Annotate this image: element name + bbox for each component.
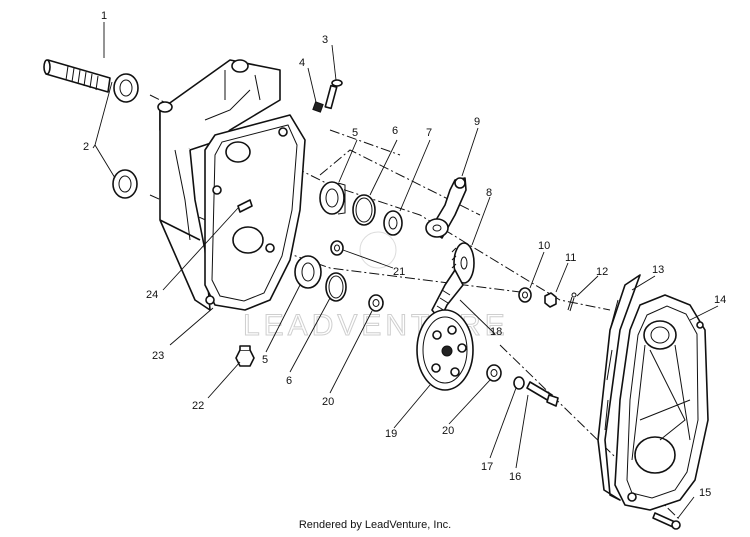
leader-lines	[92, 22, 719, 519]
callout-6-upper: 6	[392, 125, 398, 137]
callout-2: 2	[83, 141, 89, 153]
part-19-large-sprocket	[416, 309, 474, 391]
callout-9: 9	[474, 116, 480, 128]
housing-case	[157, 59, 281, 311]
callout-13: 13	[652, 264, 664, 276]
callout-20-right: 20	[442, 425, 454, 437]
callout-14: 14	[714, 294, 726, 306]
callout-labels: 1 2 3 4 5 6 7 9 8 10 11 12 13 14 15 16 1…	[83, 10, 726, 499]
part-6-oring-lower	[325, 272, 347, 302]
part-2-seal-lower	[112, 169, 138, 199]
callout-18: 18	[490, 326, 502, 338]
callout-4: 4	[299, 57, 305, 69]
callout-15: 15	[699, 487, 711, 499]
callout-24: 24	[146, 289, 158, 301]
part-6-oring-upper	[352, 194, 376, 226]
part-20-washer-lower	[486, 364, 502, 382]
part-16-bolt	[526, 381, 559, 407]
callout-10: 10	[538, 240, 550, 252]
callout-8: 8	[486, 187, 492, 199]
part-17-lock-washer	[513, 376, 525, 390]
part-9-idler-arm	[425, 177, 467, 239]
part-1-shaft	[43, 59, 111, 93]
callout-5-upper: 5	[352, 127, 358, 139]
callout-12: 12	[596, 266, 608, 278]
callout-5-lower: 5	[262, 354, 268, 366]
callout-20-left: 20	[322, 396, 334, 408]
part-22-drain-plug	[235, 345, 255, 367]
callout-17: 17	[481, 461, 493, 473]
part-15-screw	[652, 512, 681, 530]
rendered-by-footer: Rendered by LeadVenture, Inc.	[298, 519, 452, 531]
part-3-bolt	[324, 79, 343, 110]
part-2-seal-upper	[113, 73, 139, 103]
callout-6-lower: 6	[286, 375, 292, 387]
callout-16: 16	[509, 471, 521, 483]
part-21-bushing	[330, 240, 344, 256]
part-8-sprocket	[451, 242, 475, 284]
callout-11: 11	[565, 252, 576, 264]
callout-23: 23	[152, 350, 164, 362]
watermark-logo	[359, 231, 397, 269]
callout-1: 1	[101, 10, 107, 22]
callout-22: 22	[192, 400, 204, 412]
part-11-nut	[544, 292, 557, 308]
part-7-seal	[383, 210, 403, 236]
callout-19: 19	[385, 428, 397, 440]
part-18-chain	[431, 269, 464, 321]
part-13-cover-gasket	[597, 274, 641, 501]
part-23-case-gasket	[204, 114, 306, 311]
part-24-dowel	[237, 199, 253, 213]
part-5-bearing-upper	[319, 181, 346, 215]
part-5-bearing-lower	[294, 255, 322, 289]
callout-21: 21	[393, 266, 405, 278]
callout-3: 3	[322, 34, 328, 46]
part-4-nut	[312, 101, 324, 113]
part-14-chaincase-cover	[614, 294, 709, 511]
part-12-cotter-pin	[567, 292, 577, 312]
part-10-washer	[518, 287, 532, 303]
part-20-washer-upper	[368, 294, 384, 312]
callout-7: 7	[426, 127, 432, 139]
